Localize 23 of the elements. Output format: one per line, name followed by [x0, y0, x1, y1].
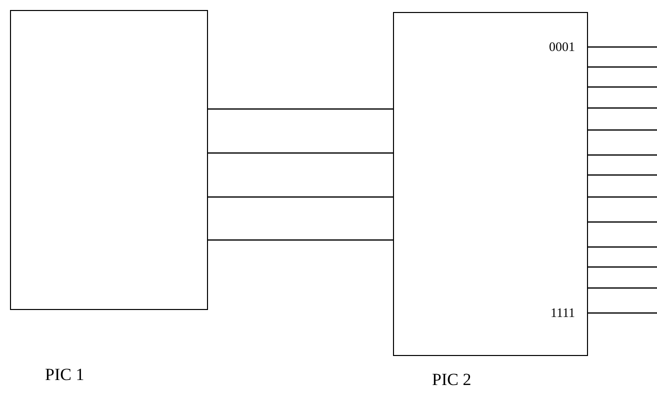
signal-line — [588, 287, 657, 289]
signal-line — [588, 266, 657, 268]
chip-label: PIC 2 — [432, 370, 472, 390]
chip-box — [393, 12, 588, 356]
pin-label: 1111 — [550, 305, 575, 320]
signal-line — [588, 246, 657, 248]
signal-line — [588, 46, 657, 48]
signal-line — [588, 129, 657, 131]
signal-line — [588, 174, 657, 176]
wire — [208, 108, 393, 110]
chip-box — [10, 10, 208, 310]
signal-line — [588, 154, 657, 156]
signal-line — [588, 66, 657, 68]
pin-label: 0001 — [549, 39, 575, 54]
chip-label: PIC 1 — [45, 365, 84, 385]
wire — [208, 196, 393, 198]
signal-line — [588, 312, 657, 314]
signal-line — [588, 196, 657, 198]
signal-line — [588, 107, 657, 109]
signal-line — [588, 86, 657, 88]
signal-line — [588, 221, 657, 223]
wire — [208, 239, 393, 241]
wire — [208, 152, 393, 154]
